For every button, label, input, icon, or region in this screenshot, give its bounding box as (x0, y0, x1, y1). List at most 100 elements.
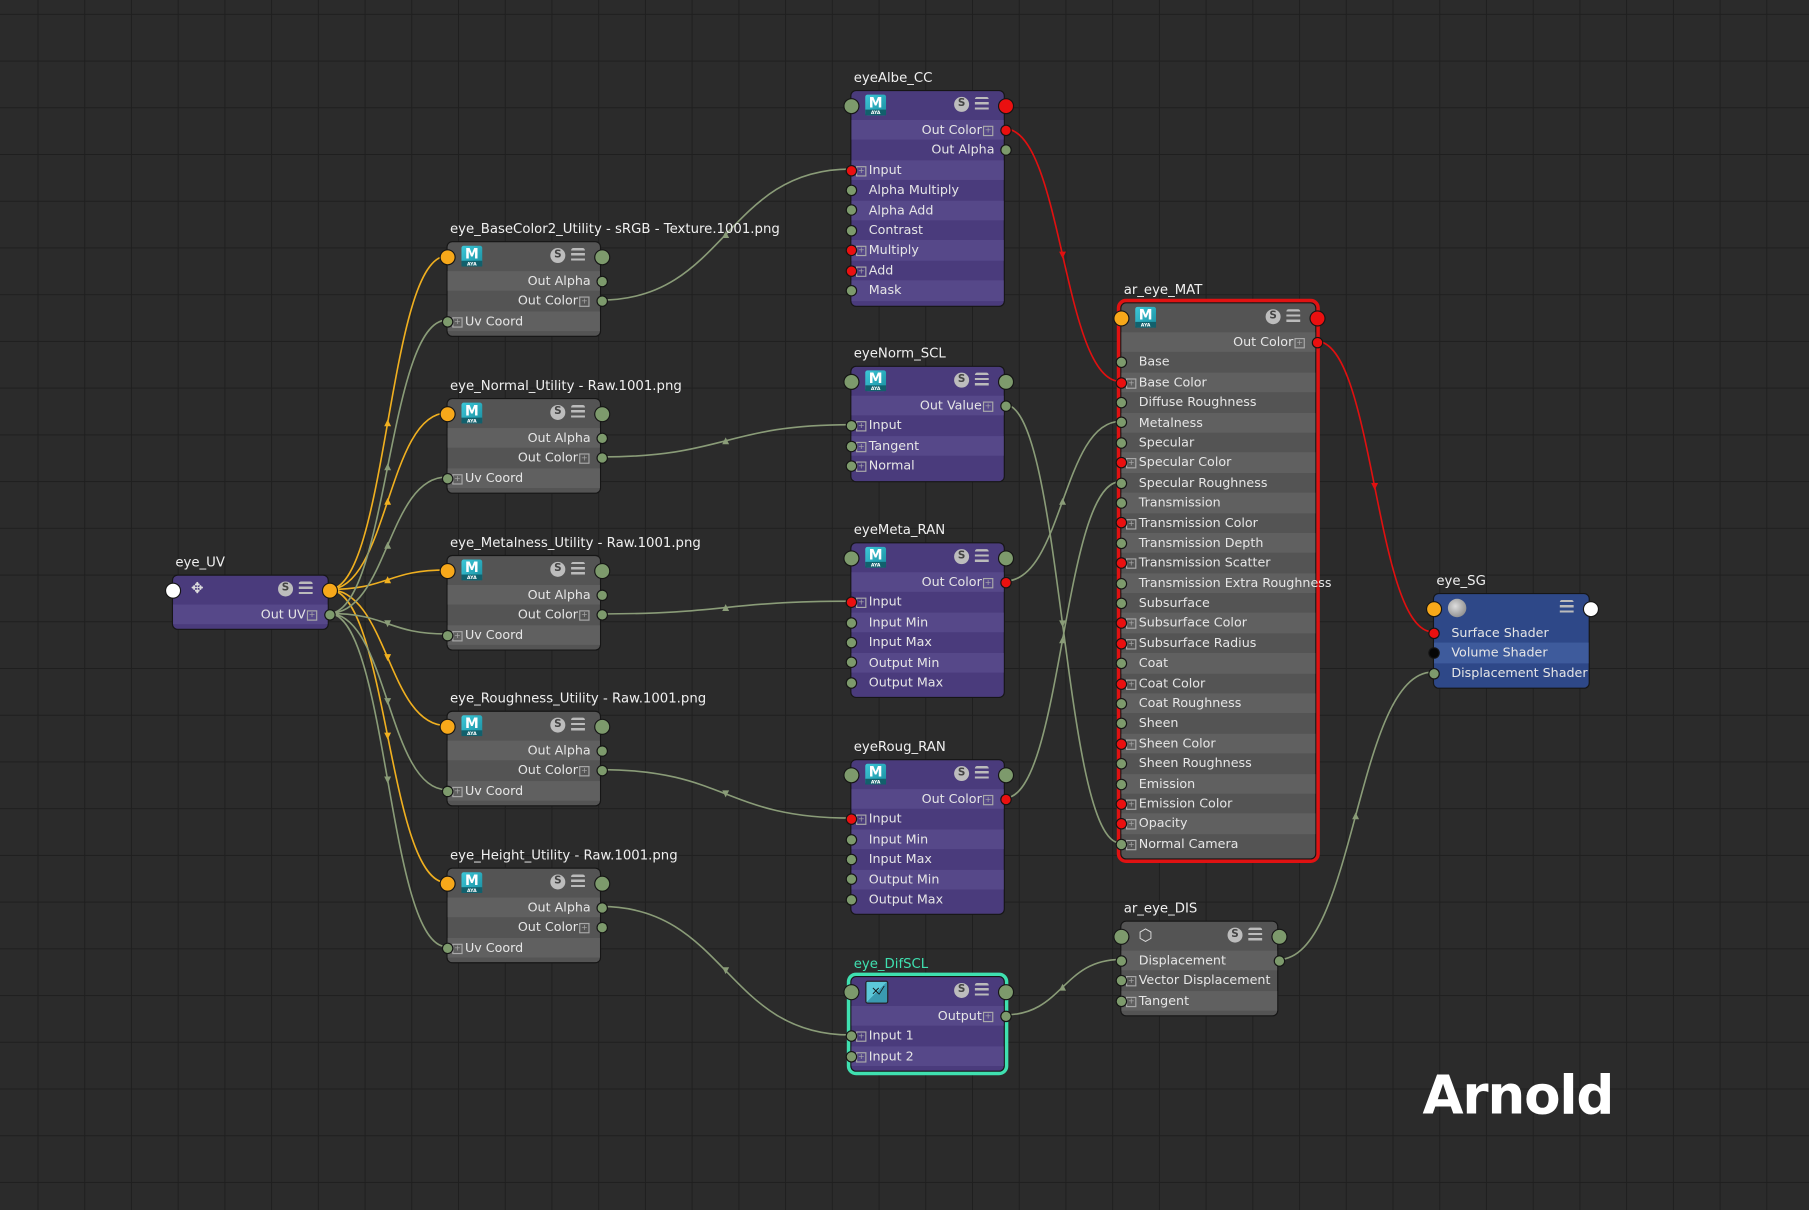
node-header[interactable]: MS (851, 760, 1003, 789)
output-port[interactable] (1311, 336, 1324, 349)
attribute-row[interactable]: Out Alpha (851, 140, 1003, 160)
header-output-port[interactable] (321, 582, 339, 599)
attribute-row[interactable]: Transmission Extra Roughness (1121, 573, 1331, 594)
attribute-row[interactable]: +Input (851, 416, 1003, 436)
input-port[interactable] (1115, 995, 1128, 1007)
solo-button[interactable]: S (954, 982, 970, 998)
expand-icon[interactable]: + (982, 401, 994, 412)
expand-icon[interactable]: + (856, 266, 867, 277)
attribute-row[interactable]: Out Color+ (448, 605, 600, 625)
attribute-row[interactable]: Out Color+ (851, 572, 1004, 593)
attribute-row[interactable]: Coat Roughness (1121, 693, 1316, 714)
input-port[interactable] (1115, 657, 1128, 670)
header-output-port[interactable] (594, 406, 611, 423)
attribute-row[interactable]: Transmission Depth (1121, 532, 1316, 553)
header-input-port[interactable] (843, 550, 860, 567)
expand-icon[interactable]: + (1126, 679, 1137, 690)
expand-icon[interactable]: + (1126, 458, 1137, 469)
attribute-row[interactable]: +Multiply (851, 240, 1004, 261)
node-header[interactable]: MS (448, 242, 600, 271)
attribute-view-toggle-icon[interactable] (1559, 599, 1574, 615)
connection-eyeNorm_SCL-to-ar_eye_MAT[interactable] (1004, 403, 1121, 844)
header-output-port[interactable] (997, 373, 1015, 390)
node-util-rough[interactable]: eye_Roughness_Utility - Raw.1001.pngMSOu… (439, 690, 706, 807)
solo-button[interactable]: S (550, 404, 566, 420)
attribute-view-toggle-icon[interactable] (1248, 927, 1263, 943)
connection-eyeMeta_RAN-to-ar_eye_MAT[interactable] (1004, 420, 1121, 582)
header-output-port[interactable] (1271, 928, 1288, 945)
expand-icon[interactable]: + (982, 578, 994, 589)
expand-icon[interactable]: + (579, 766, 590, 777)
expand-icon[interactable]: + (856, 246, 867, 257)
input-port[interactable] (845, 184, 858, 197)
input-port[interactable] (845, 853, 858, 866)
input-port[interactable] (1115, 637, 1128, 650)
expand-icon[interactable]: + (1126, 739, 1137, 750)
output-port[interactable] (1000, 399, 1012, 412)
input-port[interactable] (1115, 577, 1128, 589)
attribute-row[interactable]: +Uv Coord (447, 311, 600, 332)
expand-icon[interactable]: + (856, 1051, 867, 1063)
connection-eye_UV-to-util_rough[interactable] (328, 612, 447, 791)
input-port[interactable] (845, 460, 858, 472)
input-port[interactable] (1115, 396, 1128, 409)
node-header[interactable]: MS (851, 543, 1003, 572)
node-header[interactable] (1434, 594, 1589, 623)
input-port[interactable] (441, 472, 454, 484)
header-output-port[interactable] (997, 767, 1015, 784)
attribute-row[interactable]: +Sheen Color (1121, 733, 1316, 754)
input-port[interactable] (1115, 477, 1128, 489)
node-header[interactable]: MS (851, 91, 1003, 120)
attribute-row[interactable]: +Uv Coord (447, 625, 600, 646)
expand-icon[interactable]: + (452, 786, 463, 797)
input-port[interactable] (845, 164, 858, 176)
attribute-view-toggle-icon[interactable] (974, 549, 989, 565)
input-port[interactable] (1115, 954, 1128, 967)
input-port[interactable] (845, 284, 858, 297)
input-port[interactable] (1115, 798, 1128, 810)
expand-icon[interactable]: + (579, 453, 590, 465)
output-port[interactable] (596, 744, 608, 757)
header-input-port[interactable] (439, 718, 456, 735)
attribute-row[interactable]: Contrast (851, 220, 1003, 240)
attribute-view-toggle-icon[interactable] (571, 404, 585, 420)
attribute-row[interactable]: Out Color+ (851, 789, 1004, 810)
connection-eye_UV-to-util_height[interactable] (328, 612, 447, 948)
input-port[interactable] (1115, 557, 1128, 569)
attribute-row[interactable]: +Uv Coord (447, 780, 600, 801)
connection-util_rough-to-eyeRoug_RAN[interactable] (601, 768, 851, 819)
attribute-view-toggle-icon[interactable] (1286, 309, 1301, 325)
node-ar-eye-mat[interactable]: ar_eye_MATMSOut Color+Base+Base ColorDif… (1113, 282, 1331, 864)
attribute-view-toggle-icon[interactable] (974, 982, 989, 998)
output-port[interactable] (596, 275, 608, 287)
connection-eye_UV-to-util_base[interactable] (328, 319, 447, 615)
node-header[interactable]: MS (448, 712, 600, 741)
input-port[interactable] (441, 315, 454, 328)
attribute-row[interactable]: +Subsurface Radius (1121, 633, 1315, 653)
input-port[interactable] (1115, 778, 1128, 790)
input-port[interactable] (441, 785, 454, 797)
attribute-view-toggle-icon[interactable] (571, 561, 585, 577)
header-input-port[interactable] (164, 582, 182, 599)
attribute-row[interactable]: Displacement (1121, 950, 1278, 971)
header-output-port[interactable] (594, 249, 611, 266)
attribute-row[interactable]: +Transmission Scatter (1121, 553, 1315, 573)
attribute-row[interactable]: +Opacity (1121, 813, 1316, 834)
output-port[interactable] (324, 608, 336, 621)
header-input-port[interactable] (843, 98, 860, 115)
attribute-row[interactable]: Alpha Multiply (851, 180, 1003, 200)
expand-icon[interactable]: + (579, 923, 590, 934)
attribute-view-toggle-icon[interactable] (974, 372, 989, 388)
attribute-row[interactable]: +Coat Color (1121, 673, 1315, 693)
attribute-view-toggle-icon[interactable] (571, 874, 585, 890)
attribute-row[interactable]: +Input (851, 592, 1003, 612)
header-input-port[interactable] (439, 249, 456, 266)
connection-eye_UV-to-util_base[interactable] (328, 255, 447, 591)
expand-icon[interactable]: + (452, 943, 463, 954)
connection-util_norm-to-eyeNorm_SCL[interactable] (601, 423, 851, 458)
attribute-row[interactable]: Output Min (851, 652, 1004, 673)
connection-ar_eye_MAT-to-eye_SG[interactable] (1316, 340, 1433, 633)
attribute-row[interactable]: +Emission Color (1121, 794, 1315, 814)
input-port[interactable] (845, 596, 858, 609)
